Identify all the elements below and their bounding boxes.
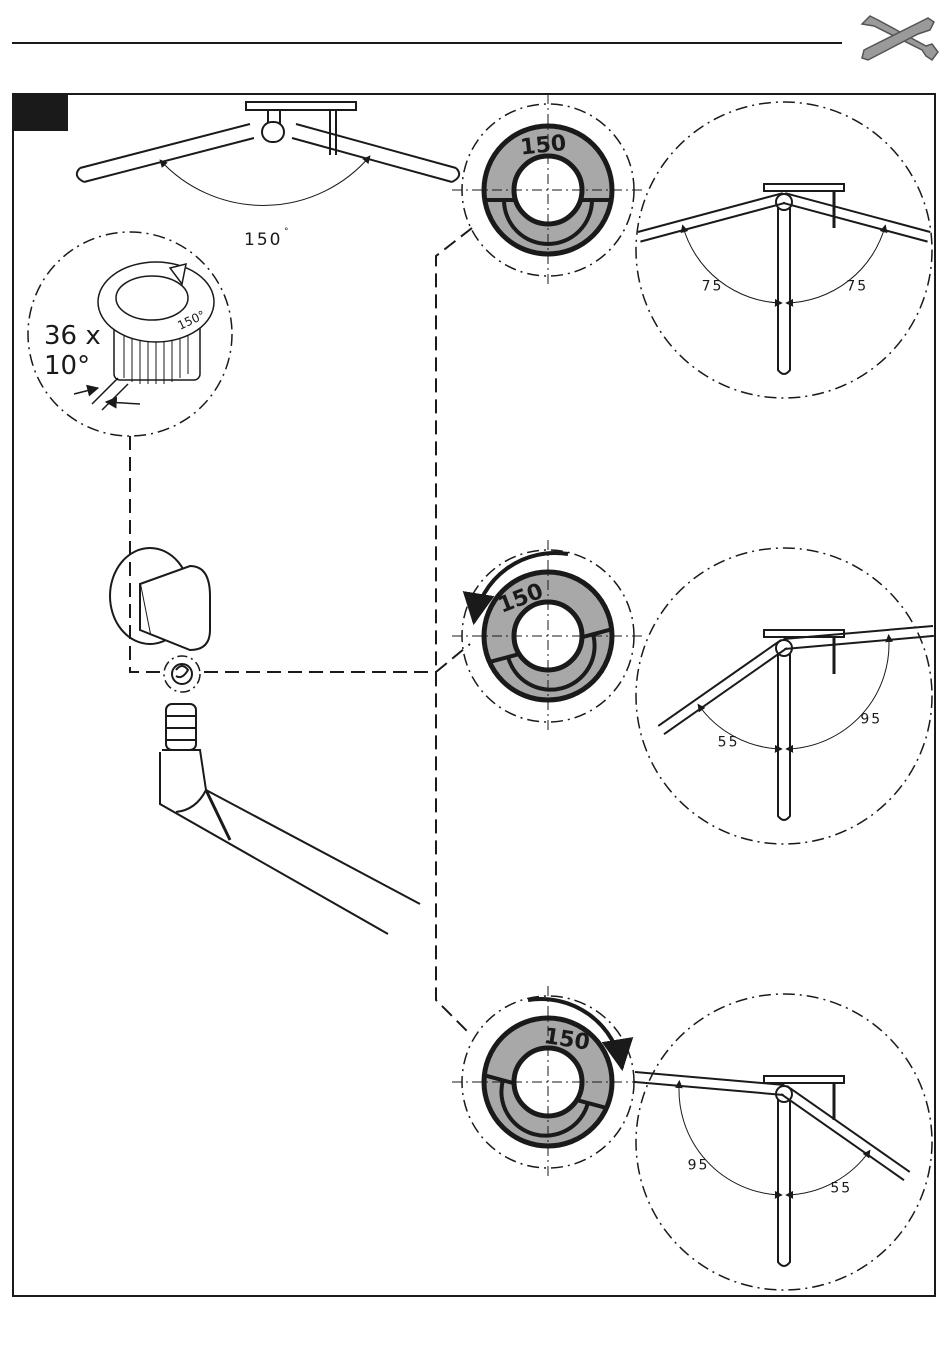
mount-plate (764, 1076, 844, 1083)
right-angle-label: 55 (830, 1181, 852, 1197)
left-angle-label: 55 (718, 735, 740, 751)
mount-plate (764, 630, 844, 637)
swivel-joint (776, 194, 792, 210)
vertical-arm (778, 644, 790, 820)
right-angle-label: 75 (846, 278, 868, 294)
hose-connector (160, 704, 420, 934)
rotation-dial: 150 (452, 986, 644, 1178)
cartridge (164, 656, 200, 692)
vertical-arm (778, 198, 790, 374)
right-angle-arc (786, 225, 885, 303)
rotation-dial: 150 (452, 94, 644, 286)
dial-label: 150 (519, 131, 567, 161)
view-detail-circle (636, 102, 932, 398)
right-angle-arc (786, 1150, 870, 1195)
wall-outlet (110, 548, 210, 650)
top-assembly (77, 102, 459, 205)
right-angle-label: 95 (860, 712, 882, 728)
left-angle-label: 95 (688, 1158, 710, 1174)
vertical-arm (778, 1090, 790, 1266)
rotation-dials: 150 150 150 (452, 94, 644, 1178)
position-view: 75 75 (636, 102, 932, 398)
view-detail-circle (636, 994, 932, 1290)
right-angle-arc (786, 635, 889, 749)
position-view: 95 55 (634, 994, 932, 1290)
detent-arrows (74, 378, 140, 410)
left-angle-arc (698, 704, 782, 749)
position-views: 75 75 55 95 95 55 (634, 102, 934, 1290)
left-angle-label: 75 (702, 278, 724, 294)
rotation-dial: 150 (452, 540, 644, 732)
left-angle-arc (679, 1081, 782, 1195)
top-angle-degree: ° (284, 227, 289, 237)
side-arm (781, 1086, 910, 1180)
top-angle-label: 150 (244, 230, 282, 250)
detent-count-label: 36 x (44, 321, 101, 351)
side-arm (638, 193, 785, 241)
side-arm (634, 1072, 784, 1095)
side-arm (658, 640, 787, 734)
detent-angle-label: 10° (44, 351, 90, 381)
left-angle-arc (683, 225, 782, 303)
position-view: 55 95 (636, 548, 934, 844)
mount-plate (764, 184, 844, 191)
view-detail-circle (636, 548, 932, 844)
side-arm (783, 193, 930, 241)
